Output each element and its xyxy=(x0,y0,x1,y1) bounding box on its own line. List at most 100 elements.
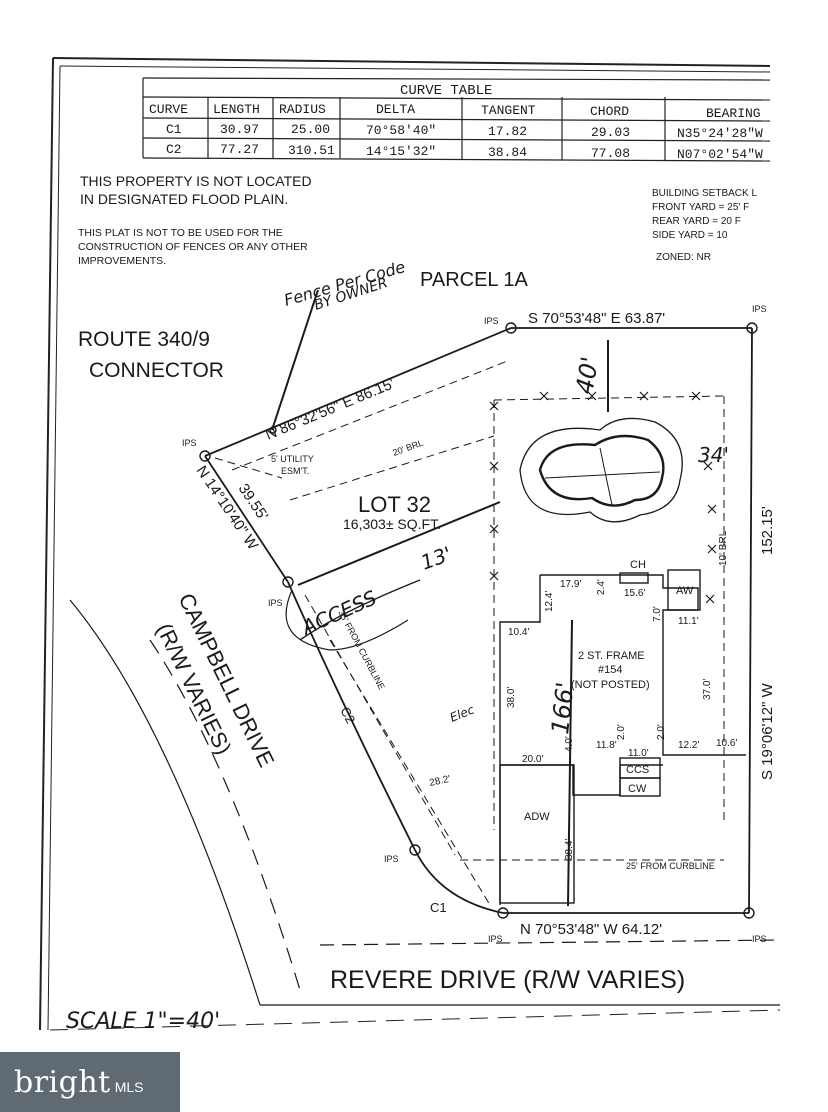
hand-dim-166: 166' xyxy=(546,681,579,736)
watermark-badge: bright MLS xyxy=(0,1052,180,1112)
house-label-3: (NOT POSTED) xyxy=(571,679,650,691)
setback-note: BUILDING SETBACK L FRONT YARD = 25' F RE… xyxy=(652,188,757,263)
dimension: 7.0' xyxy=(652,606,663,622)
fence-note-line-3: IMPROVEMENTS. xyxy=(78,255,166,267)
cw-label: CW xyxy=(628,783,647,795)
setback-front: FRONT YARD = 25' F xyxy=(652,202,749,213)
dimension: 38.0' xyxy=(506,687,517,708)
dimension: 37.0' xyxy=(702,679,713,700)
access-handnote: ACCESS xyxy=(296,585,380,640)
house-label-1: 2 ST. FRAME xyxy=(578,650,645,662)
utility-easement-line-1: 5' UTILITY xyxy=(271,454,314,464)
c1-radius: 25.00 xyxy=(291,122,330,137)
ips-label: IPS xyxy=(484,316,499,326)
flood-note-line-2: IN DESIGNATED FLOOD PLAIN. xyxy=(80,191,288,207)
dimension: 20.0' xyxy=(522,754,543,765)
dimension: 17.9' xyxy=(560,579,581,590)
pool xyxy=(519,417,683,523)
ips-label: IPS xyxy=(268,598,283,608)
curve-table: CURVE TABLE CURVE LENGTH RADIUS DELTA TA… xyxy=(142,77,771,162)
right-of-way-lines xyxy=(69,599,781,1006)
ch-label: CH xyxy=(630,559,646,571)
fence-note-line-1: THIS PLAT IS NOT TO BE USED FOR THE xyxy=(78,227,283,239)
c1-chord: 29.03 xyxy=(591,125,630,140)
c1-delta: 70°58'40" xyxy=(366,123,436,138)
lot-boundary xyxy=(204,327,753,914)
setback-side: SIDE YARD = 10 xyxy=(652,230,728,241)
north-line-bearing: S 70°53'48" E 63.87' xyxy=(528,310,665,327)
lot-number: LOT 32 xyxy=(358,492,431,517)
adw-label: ADW xyxy=(524,811,550,823)
setback-title: BUILDING SETBACK L xyxy=(652,188,757,199)
curve-table-title: CURVE TABLE xyxy=(400,83,492,99)
ips-labels: IPS IPS IPS IPS IPS IPS IPS xyxy=(182,304,767,944)
header-length: LENGTH xyxy=(213,102,260,117)
scale-label: SCALE 1"=40' xyxy=(66,1009,220,1034)
header-curve: CURVE xyxy=(149,102,188,117)
c1-curve: C1 xyxy=(166,122,182,137)
route-label-2: CONNECTOR xyxy=(89,359,224,382)
c2-radius: 310.51 xyxy=(288,143,335,158)
east-line-bearing: S 19°06'12" W xyxy=(759,682,776,780)
header-delta: DELTA xyxy=(376,102,415,117)
fence-note-line-2: CONSTRUCTION OF FENCES OR ANY OTHER xyxy=(78,241,308,253)
house-dimensions: 17.9' 2.4' 15.6' 7.0' 11.1' 12.4' 10.4' … xyxy=(428,530,737,860)
hand-dim-13: 13' xyxy=(418,542,455,575)
setback-zoned: ZONED: NR xyxy=(656,252,711,263)
watermark-brand: bright xyxy=(14,1064,111,1100)
dimension: 11.8' xyxy=(596,740,617,751)
c1-bearing: N35°24'28"W xyxy=(677,126,763,141)
ips-label: IPS xyxy=(384,854,399,864)
c2-length: 77.27 xyxy=(220,142,259,157)
dimension: 11.0' xyxy=(628,748,649,759)
curbline-25-label: 25' FROM CURBLINE xyxy=(626,861,715,871)
east-line-distance: 152.15' xyxy=(759,506,776,555)
brl-label: 20' BRL xyxy=(391,438,424,458)
c2-bearing: N07°02'54"W xyxy=(677,147,763,162)
handwritten-strokes xyxy=(271,289,609,907)
c1-tangent: 17.82 xyxy=(488,124,527,139)
dimension: 15.6' xyxy=(624,588,645,599)
house-label-2: #154 xyxy=(598,664,622,676)
dimension: 2.4' xyxy=(596,579,607,595)
elec-handnote: Elec xyxy=(448,702,477,724)
ips-label: IPS xyxy=(752,304,767,314)
setback-rear: REAR YARD = 20 F xyxy=(652,216,741,227)
lot-area: 16,303± SQ.FT. xyxy=(343,516,441,532)
parcel-label: PARCEL 1A xyxy=(420,269,528,291)
header-tangent: TANGENT xyxy=(481,103,536,118)
c2-delta: 14°15'32" xyxy=(366,144,436,159)
c1-length: 30.97 xyxy=(220,122,259,137)
dimension: 10' BRL xyxy=(718,530,729,566)
plat-notes: THIS PROPERTY IS NOT LOCATED IN DESIGNAT… xyxy=(78,173,312,267)
watermark-mls: MLS xyxy=(114,1079,144,1095)
iron-pipe-markers xyxy=(199,322,758,919)
house-footprint xyxy=(499,569,746,905)
c2-label: C2 xyxy=(337,704,358,726)
sheet-frame xyxy=(39,57,781,1031)
hand-dim-40: 40' xyxy=(570,355,604,396)
dimension: 11.1' xyxy=(678,616,699,627)
route-label-1: ROUTE 340/9 xyxy=(78,328,210,351)
setback-lines xyxy=(214,359,725,906)
dimension: 12.2' xyxy=(678,740,699,751)
header-radius: RADIUS xyxy=(279,102,326,117)
flood-note-line-1: THIS PROPERTY IS NOT LOCATED xyxy=(80,173,312,189)
revere-drive-label: REVERE DRIVE (R/W VARIES) xyxy=(330,966,685,994)
dimension: 10.6' xyxy=(716,738,737,749)
header-bearing: BEARING xyxy=(706,106,761,121)
ips-label: IPS xyxy=(488,934,503,944)
ips-label: IPS xyxy=(752,934,767,944)
dimension: 2.0' xyxy=(656,724,667,740)
utility-easement-line-2: ESM'T. xyxy=(281,466,309,476)
c2-tangent: 38.84 xyxy=(488,145,527,160)
dimension: 2.0' xyxy=(616,724,627,740)
south-line-bearing: N 70°53'48" W 64.12' xyxy=(520,921,662,938)
dimension: 28.2' xyxy=(428,774,451,789)
c2-curve: C2 xyxy=(166,142,182,157)
hand-dim-34: 34' xyxy=(698,443,729,467)
ccs-label: CCS xyxy=(626,764,649,776)
fence-marks xyxy=(489,391,717,604)
header-chord: CHORD xyxy=(590,104,629,119)
